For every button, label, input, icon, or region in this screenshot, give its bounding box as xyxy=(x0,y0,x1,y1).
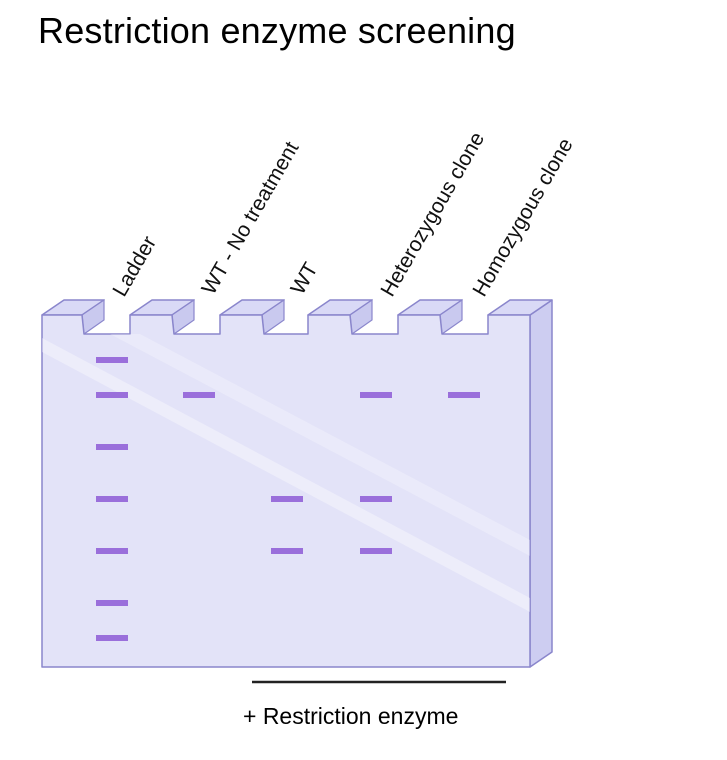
gel-highlight xyxy=(110,334,530,556)
gel-band xyxy=(360,496,392,502)
gel-band xyxy=(271,548,303,554)
lane-label-heterozygous-clone: Heterozygous clone xyxy=(376,128,489,300)
gel-band xyxy=(96,444,128,450)
gel-side-face xyxy=(529,299,553,668)
lane-label-ladder: Ladder xyxy=(108,232,161,300)
gel-bands xyxy=(96,357,480,641)
lane-label-wt: WT xyxy=(286,259,322,299)
gel-band xyxy=(360,392,392,398)
gel-band xyxy=(96,496,128,502)
gel-band xyxy=(271,496,303,502)
gel-band xyxy=(360,548,392,554)
gel-band xyxy=(96,357,128,363)
gel-band xyxy=(96,600,128,606)
gel-band xyxy=(96,548,128,554)
lane-labels: Ladder WT - No treatment WT Heterozygous… xyxy=(108,128,577,300)
gel-highlight xyxy=(42,338,530,612)
gel-band xyxy=(183,392,215,398)
gel-band xyxy=(96,635,128,641)
treatment-label: + Restriction enzyme xyxy=(243,703,459,729)
gel-front-face xyxy=(41,314,531,668)
gel-band xyxy=(96,392,128,398)
gel-band xyxy=(448,392,480,398)
page-title: Restriction enzyme screening xyxy=(38,10,516,51)
lane-label-homozygous-clone: Homozygous clone xyxy=(468,134,577,300)
lane-label-wt-no-treatment: WT - No treatment xyxy=(197,138,303,299)
